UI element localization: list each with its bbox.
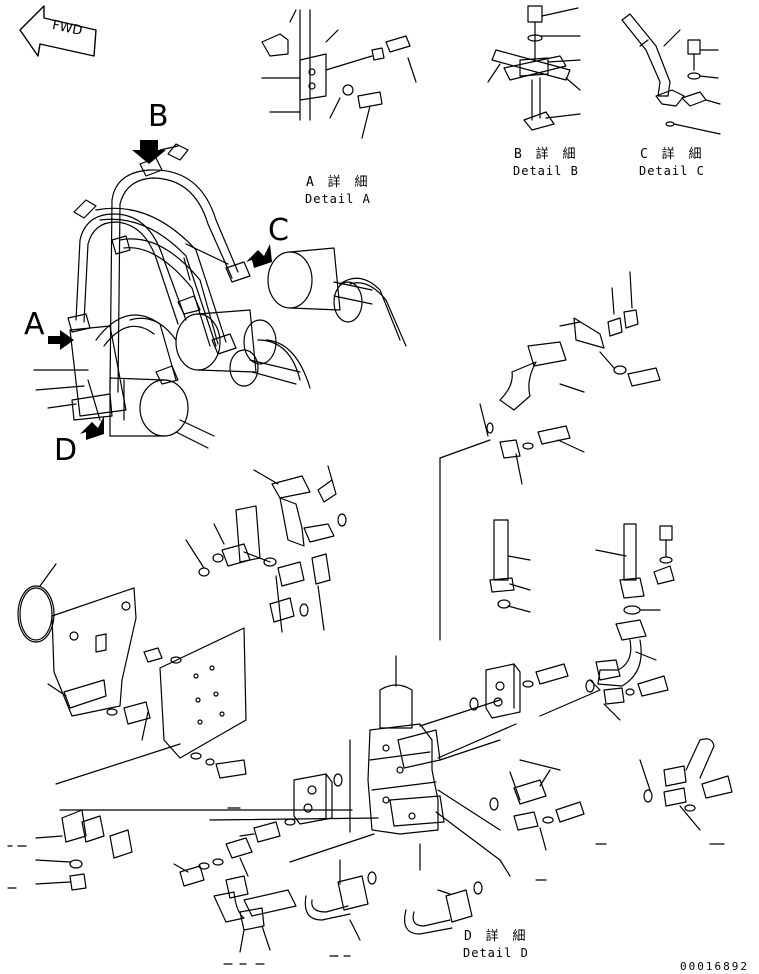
lower-left-parts — [35, 809, 297, 953]
detail-a-drawing — [261, 9, 417, 139]
blocks-and-connectors — [173, 663, 569, 887]
fwd-arrow-icon — [19, 5, 97, 57]
view-marker-d: D — [54, 433, 78, 468]
detail-c-drawing — [621, 13, 721, 135]
view-marker-c: C — [268, 213, 289, 248]
detail-b-jp-label: B 詳 細 — [514, 147, 579, 162]
detail-c-en-label: Detail C — [639, 164, 705, 178]
view-marker-b: B — [148, 99, 169, 134]
dash-marks — [7, 807, 725, 965]
control-valve — [59, 655, 517, 871]
drawing-code: 00016892 — [680, 960, 749, 973]
detail-b-drawing — [487, 5, 581, 131]
detail-d-jp-label: D 詳 細 — [464, 929, 529, 944]
detail-b-en-label: Detail B — [513, 164, 579, 178]
detail-c-jp-label: C 詳 細 — [640, 147, 705, 162]
view-marker-a: A — [24, 307, 45, 342]
detail-d-en-label: Detail D — [463, 946, 529, 960]
detail-a-jp-label: A 詳 細 — [306, 175, 371, 190]
detail-d-pipes — [304, 859, 511, 941]
pipe-fitting-upper-right — [439, 271, 661, 641]
right-side-pipes — [489, 519, 733, 851]
cover-plates-left — [17, 563, 247, 785]
detail-a-en-label: Detail A — [305, 192, 371, 206]
fittings-middle-left — [185, 465, 347, 633]
main-assembly — [33, 140, 407, 449]
